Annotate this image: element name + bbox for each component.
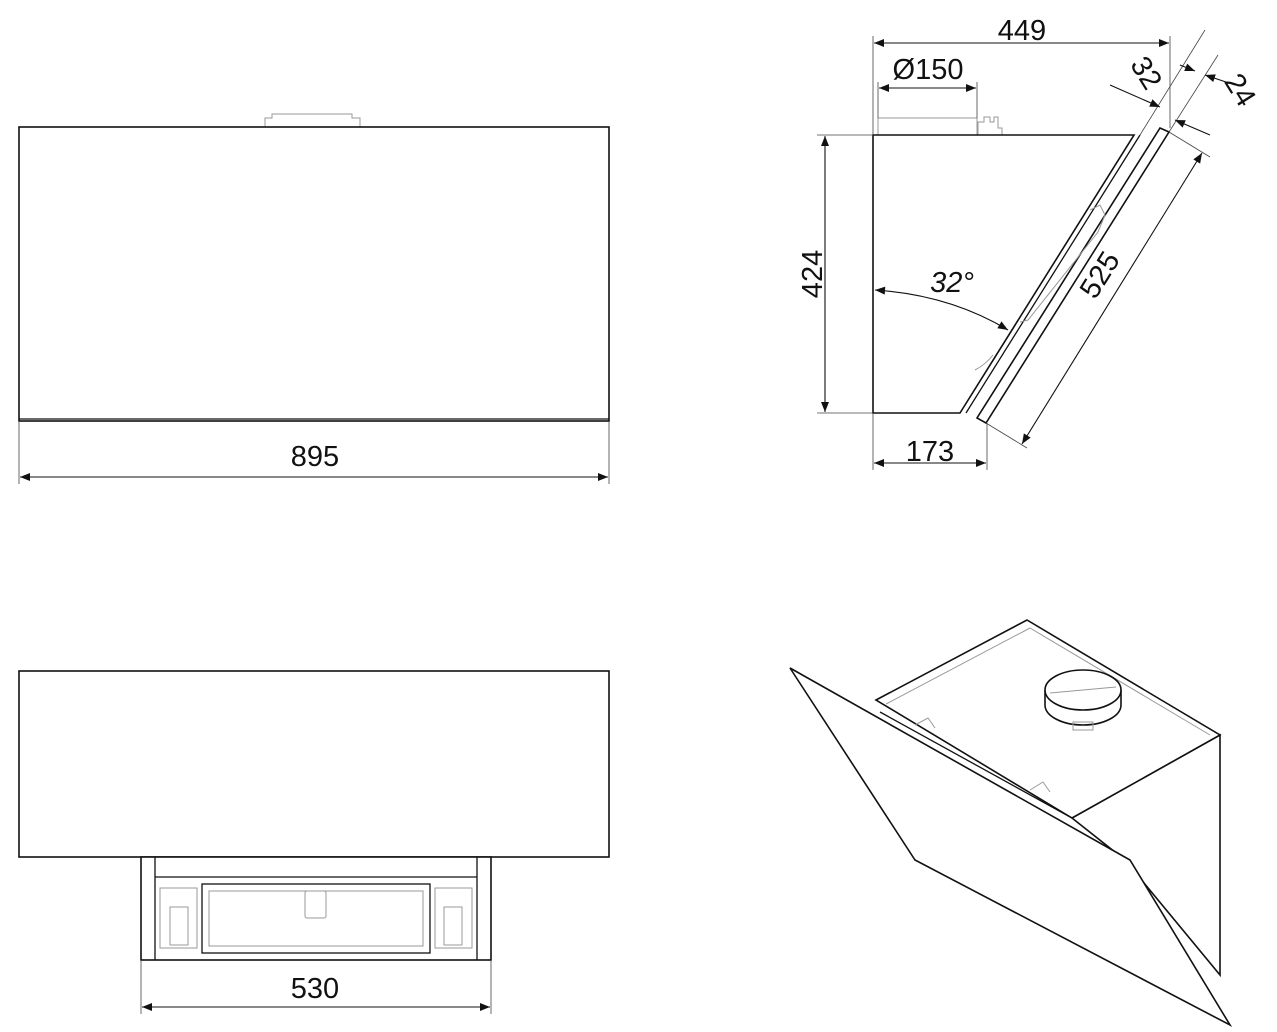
angle-dimension	[874, 286, 1009, 331]
top-bracket	[264, 113, 361, 127]
duct-outlet	[877, 117, 978, 136]
motor-housing	[140, 856, 492, 961]
panel-offset-label: 32	[1124, 51, 1168, 95]
panel-length-dimension	[1021, 152, 1203, 445]
hood-bottom-body	[18, 670, 610, 858]
side-view: 449 Ø150 424 173 525 32° 32 24	[797, 15, 1262, 470]
height-label: 424	[797, 250, 829, 298]
width-label: 895	[291, 441, 339, 473]
bottom-view: 530	[18, 670, 610, 1014]
bottom-depth-label: 173	[906, 436, 954, 468]
iso-glass-panel	[789, 667, 1233, 1028]
control-right	[434, 887, 473, 949]
iso-top-face	[874, 619, 1222, 819]
duct-label: Ø150	[893, 54, 964, 86]
control-left	[159, 887, 198, 949]
hood-front-body	[18, 126, 610, 422]
depth-label: 449	[998, 15, 1046, 47]
light-panel	[201, 883, 431, 954]
front-view: 895	[18, 113, 610, 484]
angle-label: 32°	[930, 267, 974, 299]
panel-thickness-label: 24	[1218, 68, 1262, 112]
isometric-view	[789, 619, 1233, 1028]
inner-width-label: 530	[291, 973, 339, 1005]
